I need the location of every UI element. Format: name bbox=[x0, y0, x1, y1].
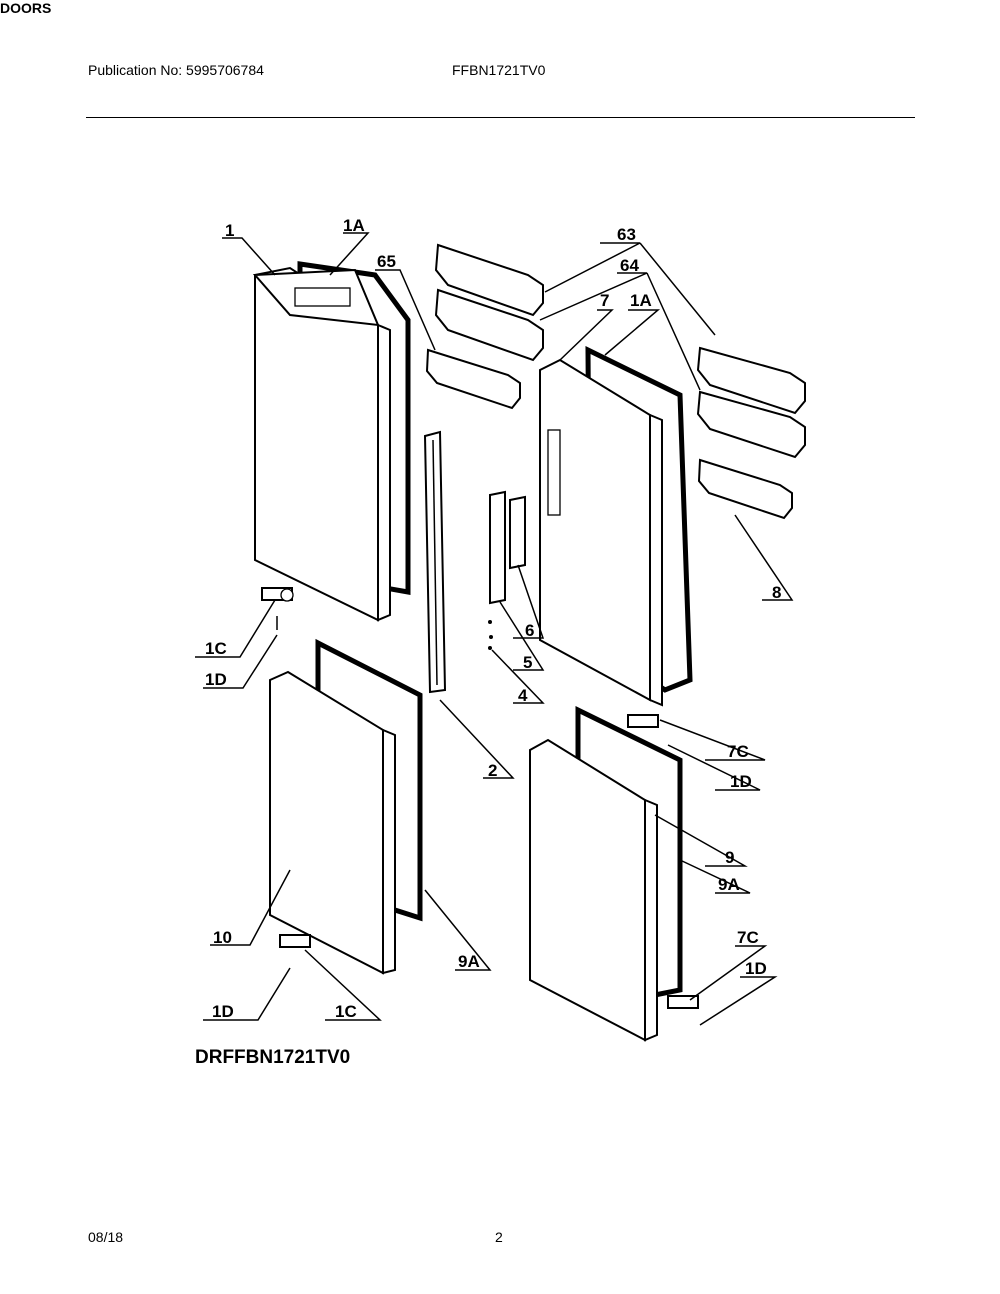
label-2: 2 bbox=[488, 761, 497, 780]
model-number: FFBN1721TV0 bbox=[452, 62, 546, 78]
section-title: DOORS bbox=[0, 0, 52, 16]
small-parts bbox=[261, 490, 526, 650]
label-8: 8 bbox=[772, 583, 781, 602]
label-9: 9 bbox=[725, 848, 734, 867]
label-6: 6 bbox=[525, 621, 534, 640]
label-1d-lower-left: 1D bbox=[212, 1002, 234, 1021]
label-7c: 7C bbox=[727, 742, 749, 761]
upper-right-door-assembly bbox=[539, 345, 693, 728]
label-65: 65 bbox=[377, 252, 396, 271]
page-number: 2 bbox=[495, 1229, 503, 1245]
label-1: 1 bbox=[225, 221, 234, 240]
label-7c-lower: 7C bbox=[737, 928, 759, 947]
label-5: 5 bbox=[523, 653, 532, 672]
label-10: 10 bbox=[213, 928, 232, 947]
label-9a-right: 9A bbox=[718, 875, 740, 894]
diagram-code: DRFFBN1721TV0 bbox=[195, 1047, 350, 1068]
label-63: 63 bbox=[617, 225, 636, 244]
leader-lines bbox=[195, 232, 794, 1026]
mullion-strip bbox=[423, 430, 447, 694]
publication-number: Publication No: 5995706784 bbox=[88, 62, 264, 78]
upper-left-door-assembly bbox=[252, 261, 411, 622]
header-divider bbox=[86, 117, 915, 118]
label-4: 4 bbox=[518, 686, 528, 705]
part-labels: 1 1A 65 63 64 7 1A 8 6 5 4 2 1C 1D 7C 1D… bbox=[195, 216, 781, 1068]
label-9a: 9A bbox=[458, 952, 480, 971]
label-1a: 1A bbox=[343, 216, 365, 235]
label-1d-lower-right: 1D bbox=[745, 959, 767, 978]
door-bins bbox=[425, 243, 806, 520]
label-1c: 1C bbox=[205, 639, 227, 658]
lower-right-door-assembly bbox=[529, 705, 699, 1042]
label-1d: 1D bbox=[205, 670, 227, 689]
label-7: 7 bbox=[600, 291, 609, 310]
lower-left-door-assembly bbox=[269, 638, 423, 975]
footer-date: 08/18 bbox=[88, 1229, 124, 1245]
label-1c-lower: 1C bbox=[335, 1002, 357, 1021]
label-64: 64 bbox=[620, 256, 639, 275]
label-1a-right: 1A bbox=[630, 291, 652, 310]
label-1d-right: 1D bbox=[730, 772, 752, 791]
